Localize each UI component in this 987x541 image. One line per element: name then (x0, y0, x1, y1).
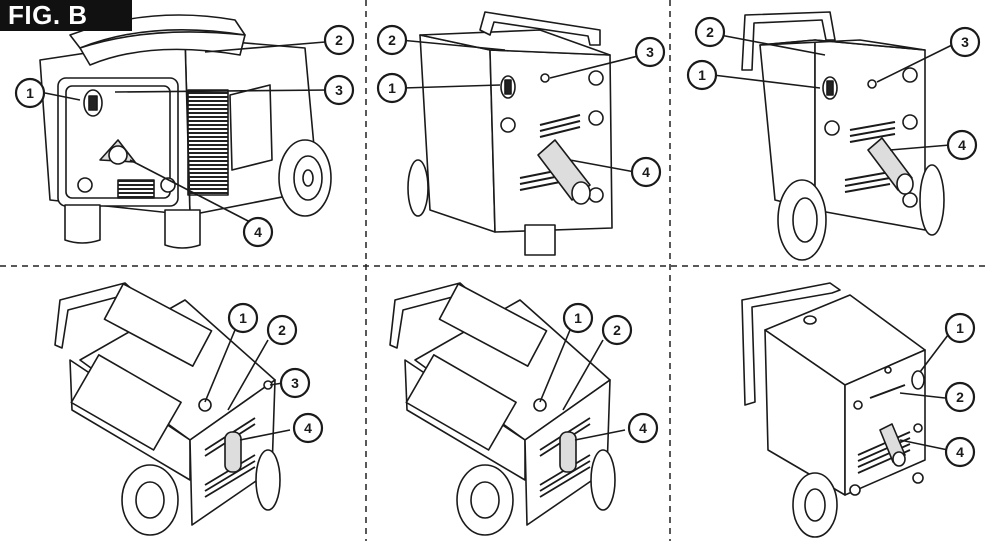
callout-number: 3 (291, 375, 299, 391)
callout-number: 1 (239, 310, 247, 326)
callout-number: 2 (388, 32, 396, 48)
callout-number: 2 (706, 24, 714, 40)
figure-label: FIG. B (0, 0, 132, 31)
callout-number: 2 (335, 32, 343, 48)
welder-panel-1 (14, 14, 355, 249)
welder-panel-3 (686, 11, 981, 261)
callout-number: 1 (574, 310, 582, 326)
callout-number: 4 (639, 420, 647, 436)
callout-number: 2 (956, 389, 964, 405)
callout-number: 1 (388, 80, 396, 96)
callout-labels: 1 2 3 4 2 1 3 4 2 1 3 4 1 2 3 4 1 2 4 1 … (26, 24, 969, 460)
callout-number: 3 (961, 34, 969, 50)
welder-panel-2 (376, 11, 666, 256)
welder-panel-5 (389, 282, 659, 536)
callout-number: 1 (698, 67, 706, 83)
callout-number: 4 (254, 224, 262, 240)
welder-panel-6 (741, 282, 976, 538)
callout-number: 4 (642, 164, 650, 180)
callout-number: 1 (956, 320, 964, 336)
callout-number: 1 (26, 85, 34, 101)
callout-number: 4 (956, 444, 964, 460)
callout-number: 4 (304, 420, 312, 436)
welder-panel-4 (54, 282, 324, 536)
callout-number: 2 (613, 322, 621, 338)
callout-number: 4 (958, 137, 966, 153)
callout-number: 3 (335, 82, 343, 98)
callout-number: 3 (646, 44, 654, 60)
callout-number: 2 (278, 322, 286, 338)
